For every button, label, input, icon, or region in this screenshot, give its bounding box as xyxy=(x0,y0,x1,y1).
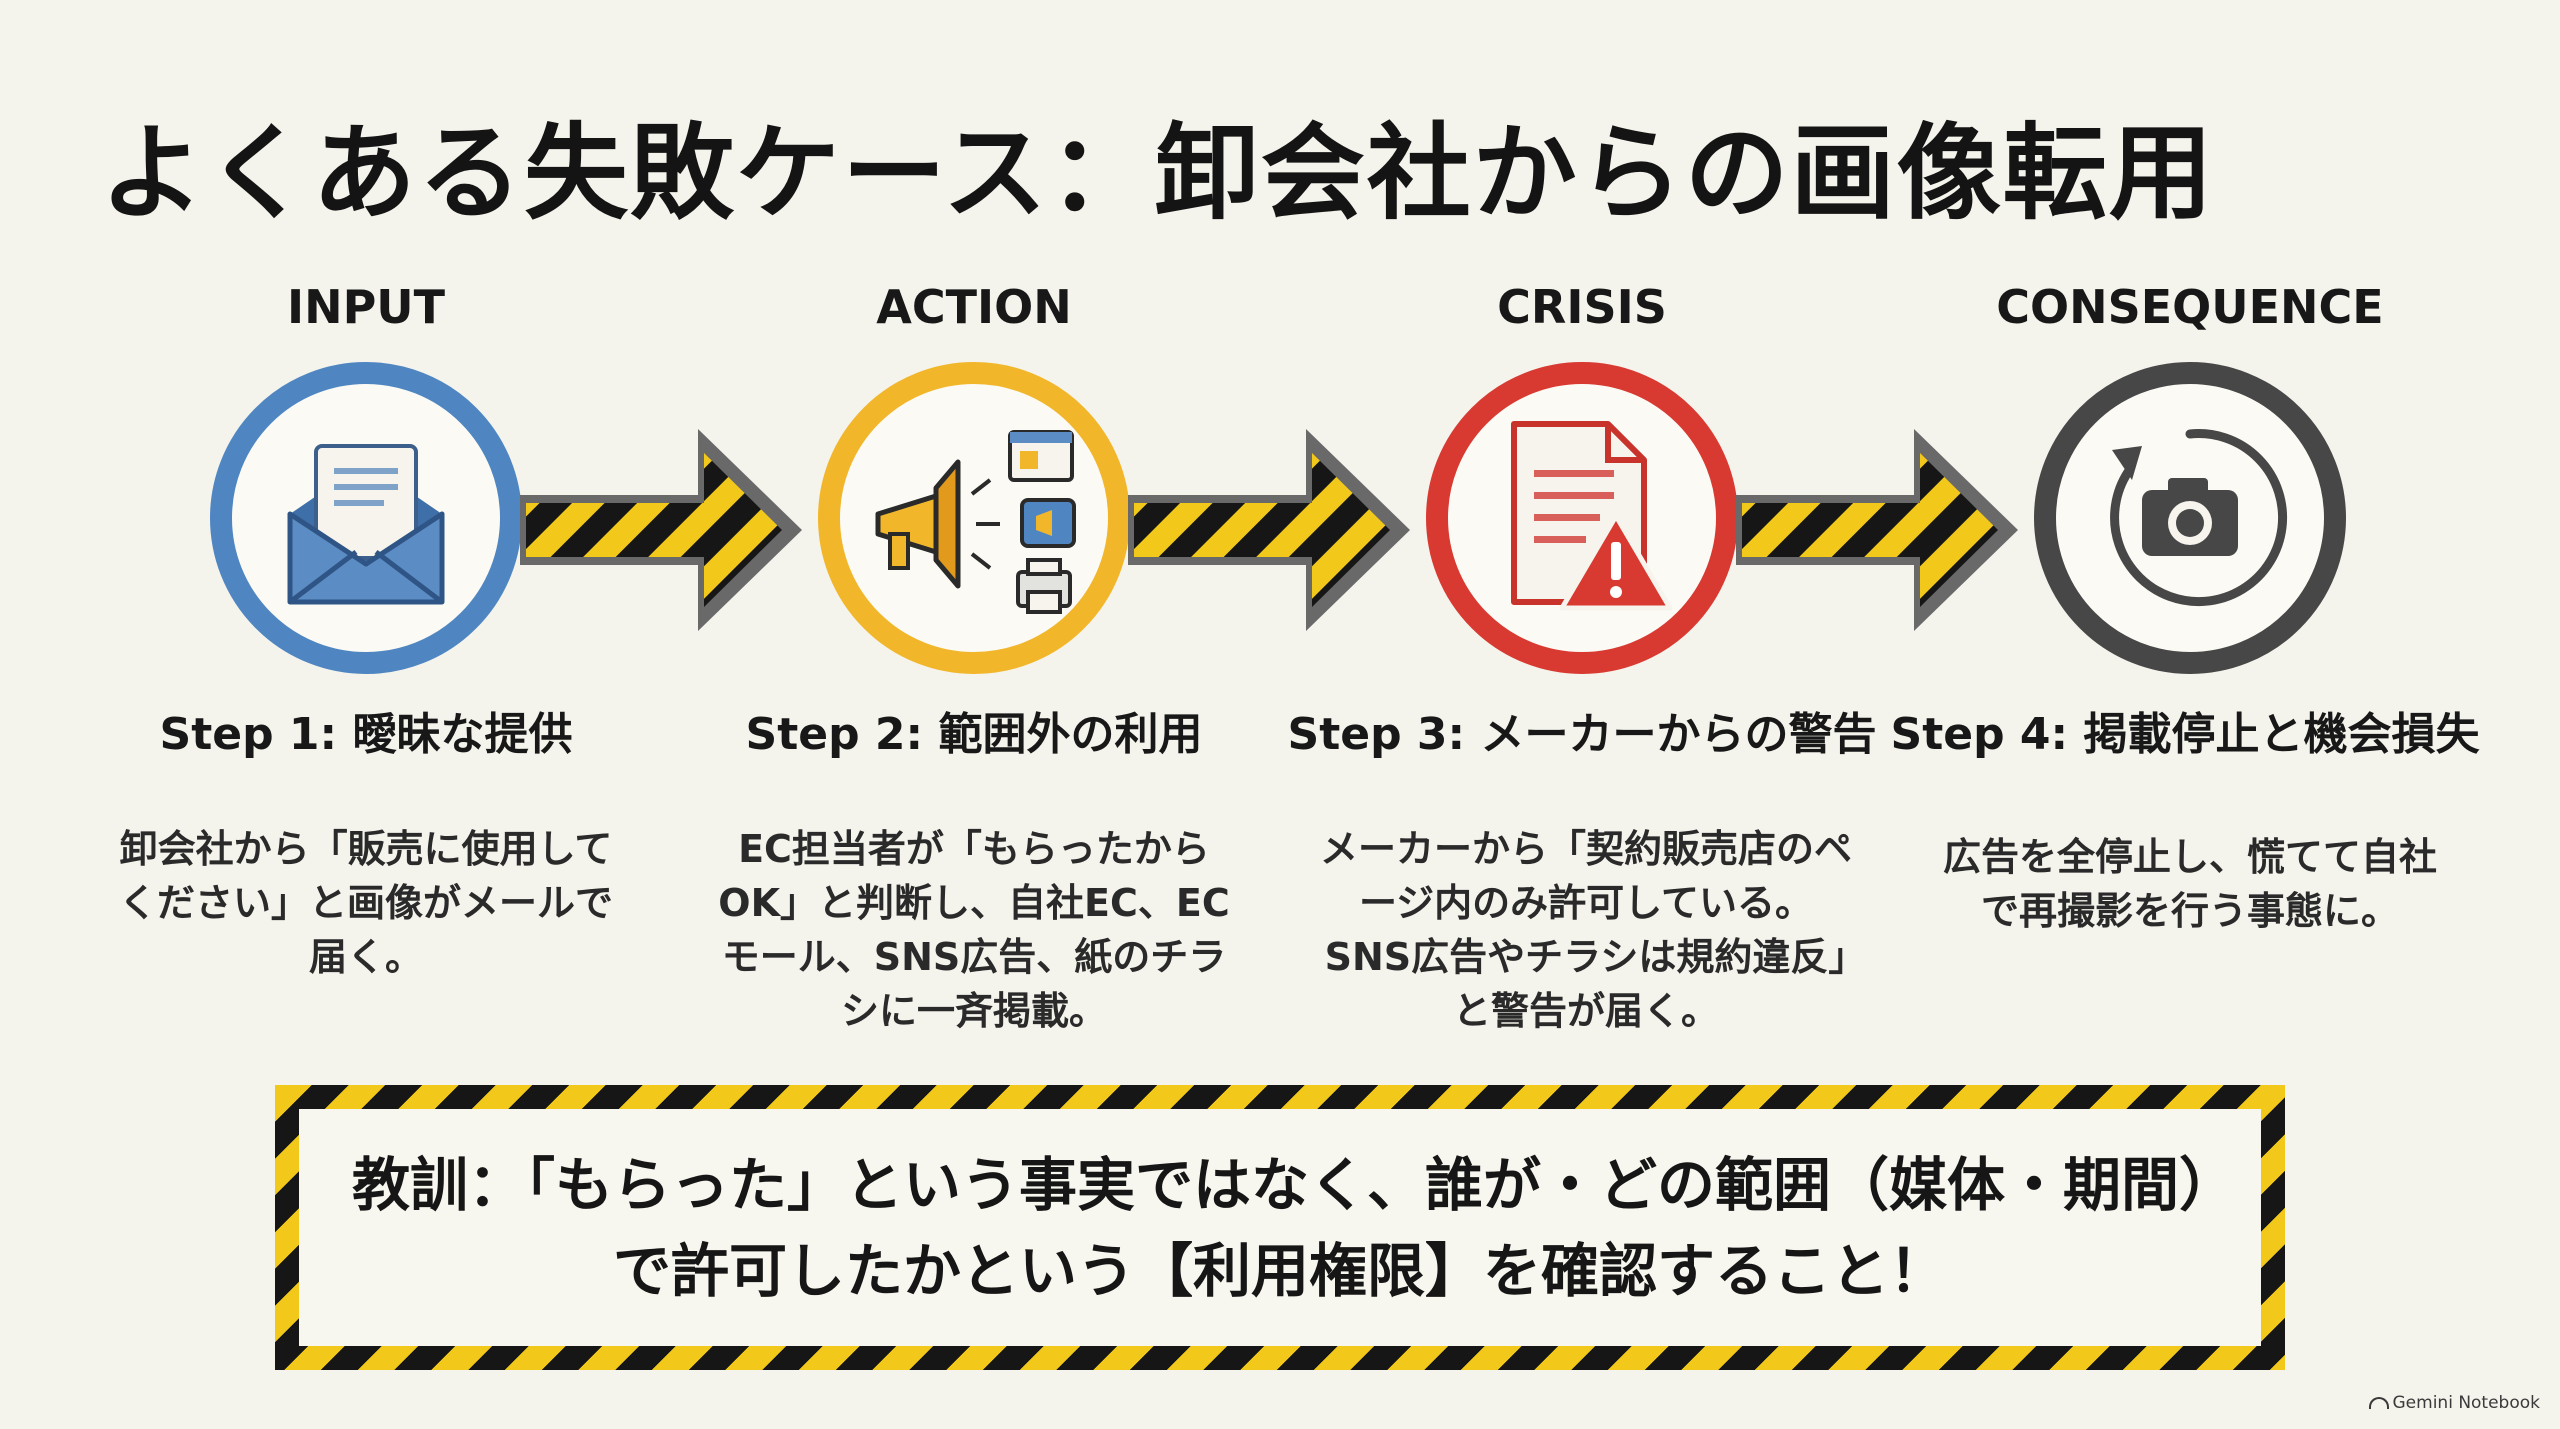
step-3-circle xyxy=(1426,362,1738,674)
flow-arrow-1 xyxy=(520,429,802,631)
page-title: よくある失敗ケース：卸会社からの画像転用 xyxy=(100,112,2215,234)
brand-name: Gemini Notebook xyxy=(2392,1393,2541,1413)
step-1-description: 卸会社から「販売に使用してください」と画像がメールで届く。 xyxy=(118,827,613,979)
brand-logo-icon xyxy=(2368,1397,2389,1409)
step-2-circle xyxy=(818,362,1130,674)
step-1-title: Step 1: 曖昧な提供 xyxy=(159,709,573,760)
warning-document-icon xyxy=(1511,421,1673,611)
lesson-text: 教訓：「もらった」という事実ではなく、誰が・どの範囲（媒体・期間）で許可したかと… xyxy=(351,1150,2208,1305)
stage-label-input: INPUT xyxy=(286,280,446,334)
step-3-description: メーカーから「契約販売店のページ内のみ許可している。SNS広告やチラシは規約違反… xyxy=(1319,827,1852,1033)
flow-arrow-3 xyxy=(1736,429,2018,631)
megaphone-icon xyxy=(875,430,1076,614)
step-2-description: EC担当者が「もらったからOK」と判断し、自社EC、ECモール、SNS広告、紙の… xyxy=(718,827,1230,1033)
brand-watermark: Gemini Notebook xyxy=(2368,1393,2541,1413)
step-3-title: Step 3: メーカーからの警告 xyxy=(1287,709,1877,760)
step-4-description: 広告を全停止し、慌てて自社で再撮影を行う事態に。 xyxy=(1942,835,2437,933)
step-4-title: Step 4: 掲載停止と機会損失 xyxy=(1890,709,2480,760)
flow-arrow-2 xyxy=(1128,429,1410,631)
step-4-circle xyxy=(2034,362,2346,674)
step-2-title: Step 2: 範囲外の利用 xyxy=(745,709,1203,760)
envelope-icon xyxy=(287,444,445,605)
lesson-panel: 教訓：「もらった」という事実ではなく、誰が・どの範囲（媒体・期間）で許可したかと… xyxy=(299,1109,2261,1346)
stage-label-crisis: CRISIS xyxy=(1497,280,1667,334)
step-1-circle xyxy=(210,362,522,674)
camera-retake-icon xyxy=(2110,429,2288,607)
stage-label-action: ACTION xyxy=(876,280,1072,334)
lesson-banner: 教訓：「もらった」という事実ではなく、誰が・どの範囲（媒体・期間）で許可したかと… xyxy=(275,1085,2285,1370)
stage-label-consequence: CONSEQUENCE xyxy=(1996,280,2384,334)
